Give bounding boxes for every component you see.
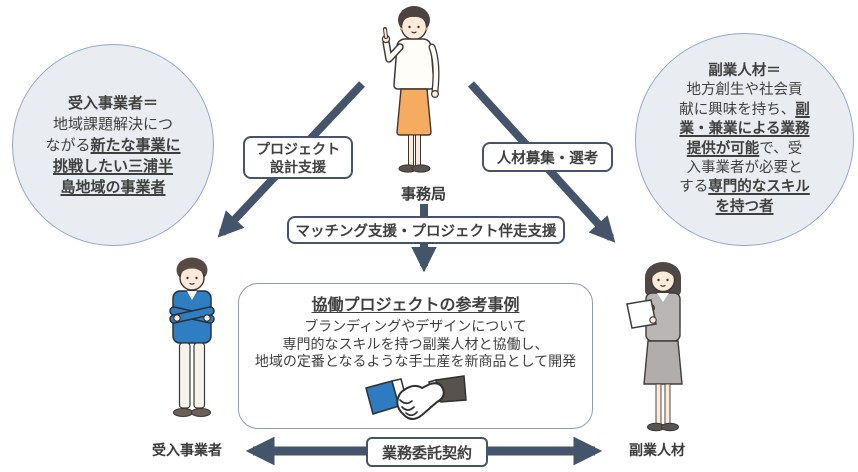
- secretariat-person-illustration: [381, 6, 440, 173]
- handshake-icon: [364, 374, 467, 420]
- matching-support-text: マッチング支援・プロジェクト伴走支援: [295, 223, 557, 240]
- talent-def-line3b: 副: [795, 101, 810, 118]
- project-design-line2: 設計支援: [270, 158, 326, 175]
- case-example-title: 協働プロジェクトの参考事例: [311, 297, 520, 314]
- host-business-label: 受入事業者: [152, 442, 222, 458]
- talent-definition-circle: 副業人材＝ 地方創生や社会貢 献に興味を持ち、副 業・兼業による業務 提供が可能…: [635, 33, 854, 246]
- talent-def-line7a: する: [679, 179, 709, 196]
- talent-def-line1: 副業人材＝: [708, 62, 781, 79]
- case-example-line3: 地域の定番となるような手土産を新商品として開発: [254, 353, 577, 369]
- side-job-talent-person-illustration: [626, 262, 683, 432]
- talent-def-line5b: で、受: [759, 140, 803, 157]
- side-job-talent-label: 副業人材: [629, 442, 685, 458]
- recruitment-selection-label: 人材募集・選考: [482, 142, 613, 172]
- case-example-line1: ブランディングやデザインについて: [304, 318, 527, 334]
- talent-def-line6: 入事業者が必要と: [686, 159, 803, 176]
- host-business-person-illustration: [169, 257, 215, 418]
- talent-definition-text: 副業人材＝ 地方創生や社会貢 献に興味を持ち、副 業・兼業による業務 提供が可能…: [679, 62, 810, 217]
- talent-def-line5a: 提供が可能: [686, 140, 760, 157]
- host-def-line5: 島地域の事業者: [60, 178, 166, 196]
- project-design-support-label: プロジェクト 設計支援: [243, 136, 353, 179]
- host-def-line3b: 新たな事業に: [90, 136, 181, 154]
- talent-def-line8: を持つ者: [715, 198, 774, 215]
- case-example-line2: 専門的なスキルを持つ副業人材と協働し、: [282, 335, 549, 352]
- host-def-line4: 挑戦したい三浦半: [52, 157, 173, 175]
- host-definition-circle: 受入事業者＝ 地域課題解決につ ながる新たな事業に 挑戦したい三浦半 島地域の事…: [12, 44, 214, 246]
- recruitment-selection-text: 人材募集・選考: [496, 150, 599, 167]
- host-def-line1: 受入事業者＝: [67, 94, 158, 112]
- matching-support-label: マッチング支援・プロジェクト伴走支援: [287, 216, 565, 244]
- case-example-box: 協働プロジェクトの参考事例 ブランディングやデザインについて 専門的なスキルを持…: [238, 283, 593, 429]
- outsourcing-contract-label: 業務委託契約: [366, 437, 488, 467]
- talent-def-line4: 業・兼業による業務: [679, 121, 810, 138]
- talent-def-line3a: 献に興味を持ち、: [679, 101, 796, 118]
- host-definition-text: 受入事業者＝ 地域課題解決につ ながる新たな事業に 挑戦したい三浦半 島地域の事…: [45, 93, 180, 198]
- host-def-line3a: ながる: [45, 136, 91, 154]
- secretariat-label: 事務局: [401, 186, 447, 203]
- project-design-line1: プロジェクト: [256, 140, 340, 157]
- talent-def-line7b: 専門的なスキル: [708, 179, 810, 196]
- talent-def-line2: 地方創生や社会貢: [686, 82, 803, 99]
- outsourcing-contract-text: 業務委託契約: [381, 444, 472, 462]
- host-def-line2: 地域課題解決につ: [52, 115, 173, 133]
